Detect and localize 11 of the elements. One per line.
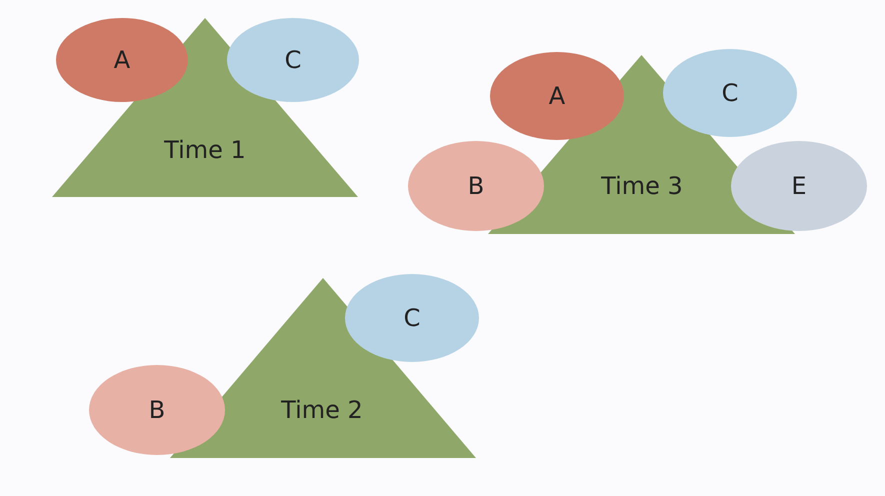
node-label: E: [791, 172, 807, 200]
node-label: C: [404, 304, 420, 332]
node-label: A: [114, 46, 130, 74]
node-label: A: [548, 82, 566, 110]
node-label: B: [468, 172, 484, 200]
node-label: Time 1: [164, 136, 246, 164]
node-label: B: [148, 396, 166, 424]
node-label: C: [284, 46, 302, 74]
node-label: Time 3: [601, 172, 683, 200]
node-label: C: [722, 79, 738, 107]
node-label: Time 2: [281, 396, 363, 424]
